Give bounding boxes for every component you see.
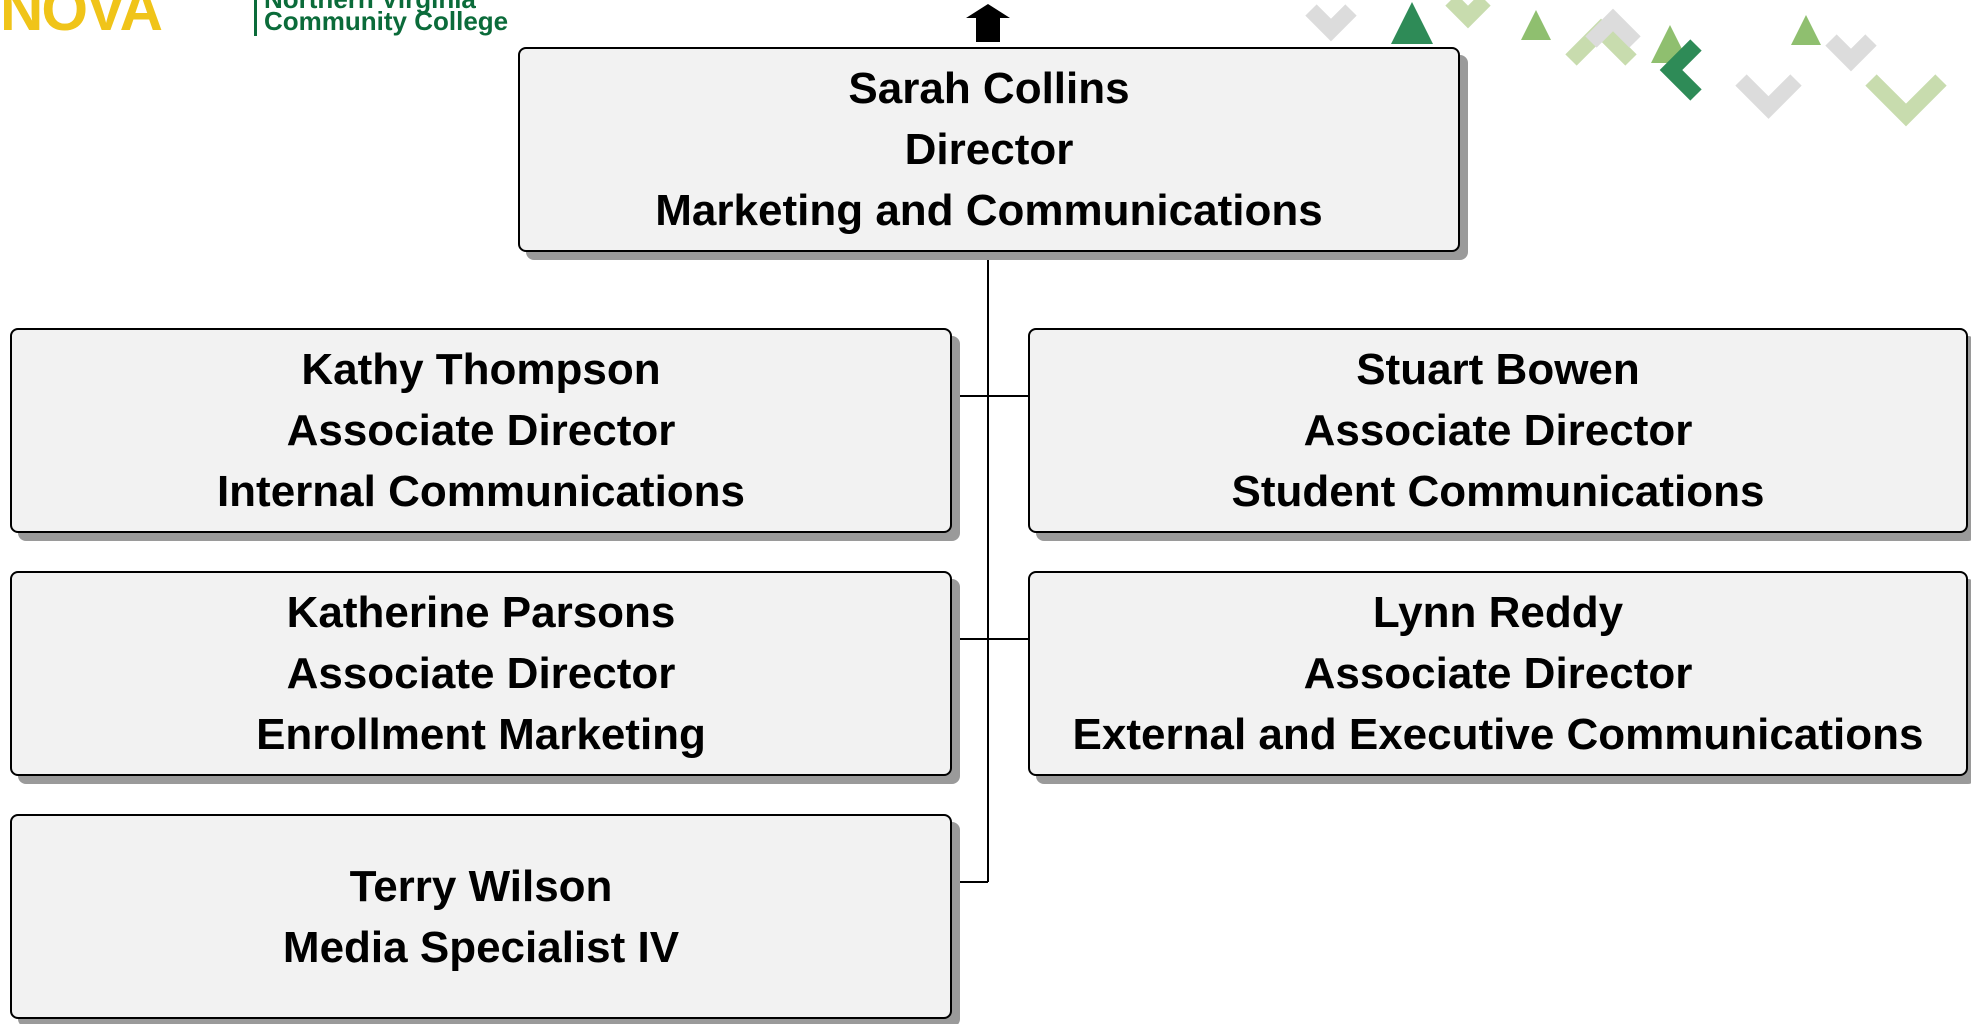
node-unit: Enrollment Marketing <box>256 710 706 759</box>
node-title: Associate Director <box>286 406 676 455</box>
org-node-kathy-thompson[interactable]: Kathy Thompson Associate Director Intern… <box>10 328 952 533</box>
node-name: Lynn Reddy <box>1372 588 1624 637</box>
node-name: Katherine Parsons <box>286 588 676 637</box>
org-node-stuart-bowen[interactable]: Stuart Bowen Associate Director Student … <box>1028 328 1968 533</box>
logo-name-line1: Northern Virginia <box>264 0 476 12</box>
decorative-shape <box>1445 0 1491 29</box>
node-unit: Internal Communications <box>216 467 746 516</box>
arrow-up-icon[interactable] <box>966 4 1010 42</box>
org-node-katherine-parsons[interactable]: Katherine Parsons Associate Director Enr… <box>10 571 952 776</box>
decorative-shape <box>1791 15 1821 45</box>
node-name: Kathy Thompson <box>301 345 661 394</box>
node-name: Sarah Collins <box>848 64 1130 113</box>
org-node-director[interactable]: Sarah Collins Director Marketing and Com… <box>518 47 1460 252</box>
node-title: Associate Director <box>286 649 676 698</box>
decorative-shape <box>1825 34 1877 72</box>
decorative-shape <box>1735 74 1802 119</box>
node-unit: External and Executive Communications <box>1072 710 1924 759</box>
decorative-shape <box>1865 74 1947 127</box>
decorative-pattern <box>1305 0 1947 127</box>
logo-divider <box>254 0 257 36</box>
decorative-shape <box>1391 2 1433 44</box>
logo-name-line2: Community College <box>264 6 509 36</box>
org-node-terry-wilson[interactable]: Terry Wilson Media Specialist IV <box>10 814 952 1019</box>
node-title: Associate Director <box>1303 406 1693 455</box>
node-unit: Marketing and Communications <box>655 186 1323 235</box>
node-title: Director <box>904 125 1074 174</box>
decorative-shape <box>1305 4 1357 42</box>
node-title: Media Specialist IV <box>282 922 680 972</box>
logo-wordmark: NOVA <box>0 0 163 43</box>
node-name: Stuart Bowen <box>1356 345 1640 394</box>
org-node-lynn-reddy[interactable]: Lynn Reddy Associate Director External a… <box>1028 571 1968 776</box>
node-unit: Student Communications <box>1231 467 1765 516</box>
decorative-shape <box>1659 39 1702 101</box>
node-name: Terry Wilson <box>349 861 613 911</box>
node-title: Associate Director <box>1303 649 1693 698</box>
decorative-shape <box>1521 10 1551 40</box>
decorative-shape <box>1585 8 1641 48</box>
